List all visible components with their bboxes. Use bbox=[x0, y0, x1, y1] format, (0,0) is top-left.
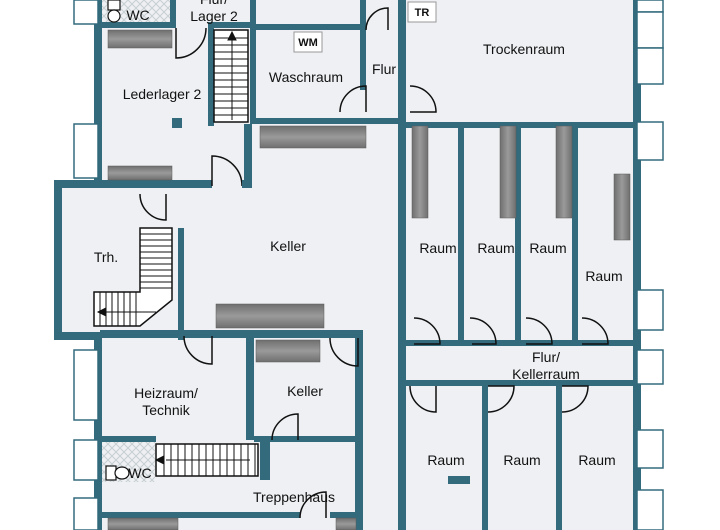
walls bbox=[54, 0, 641, 530]
tr-appliance bbox=[407, 1, 437, 23]
room-label-raum-5: Raum bbox=[427, 452, 464, 468]
room-label-flur-lager2: Flur/Lager 2 bbox=[190, 0, 238, 24]
stair-arrows bbox=[96, 30, 250, 465]
room-label-heizraum: Heizraum/Technik bbox=[134, 385, 198, 418]
room-label-wc-top: WC bbox=[126, 7, 149, 23]
toilet-icon bbox=[107, 0, 121, 23]
wm-appliance bbox=[293, 31, 323, 53]
ceiling-beams bbox=[107, 29, 631, 530]
fixture-squares bbox=[172, 118, 472, 484]
wm-appliance-label: WM bbox=[298, 37, 318, 49]
windows-right bbox=[636, 0, 664, 530]
room-label-treppenhaus: Treppenhaus bbox=[253, 489, 335, 505]
room-label-raum-6: Raum bbox=[503, 452, 540, 468]
room-label-lederlager2: Lederlager 2 bbox=[123, 86, 202, 102]
doors bbox=[139, 7, 609, 519]
room-label-raum-3: Raum bbox=[529, 240, 566, 256]
toilet-icon bbox=[105, 465, 130, 481]
room-label-waschraum: Waschraum bbox=[269, 69, 343, 85]
room-label-flur: Flur bbox=[372, 61, 396, 77]
room-label-raum-1: Raum bbox=[419, 240, 456, 256]
room-label-trockenraum: Trockenraum bbox=[483, 41, 565, 57]
room-label-keller-small: Keller bbox=[287, 383, 323, 399]
room-label-raum-4: Raum bbox=[585, 268, 622, 284]
room-label-trh: Trh. bbox=[94, 249, 118, 265]
tr-appliance-label: TR bbox=[415, 7, 430, 19]
room-label-raum-7: Raum bbox=[578, 452, 615, 468]
room-label-raum-2: Raum bbox=[477, 240, 514, 256]
windows-left bbox=[73, 0, 99, 530]
room-label-keller: Keller bbox=[270, 238, 306, 254]
floor-areas bbox=[60, 0, 640, 530]
room-label-flur-kellerraum: Flur/Kellerraum bbox=[512, 349, 580, 382]
room-label-wc-bottom: WC bbox=[128, 465, 151, 481]
